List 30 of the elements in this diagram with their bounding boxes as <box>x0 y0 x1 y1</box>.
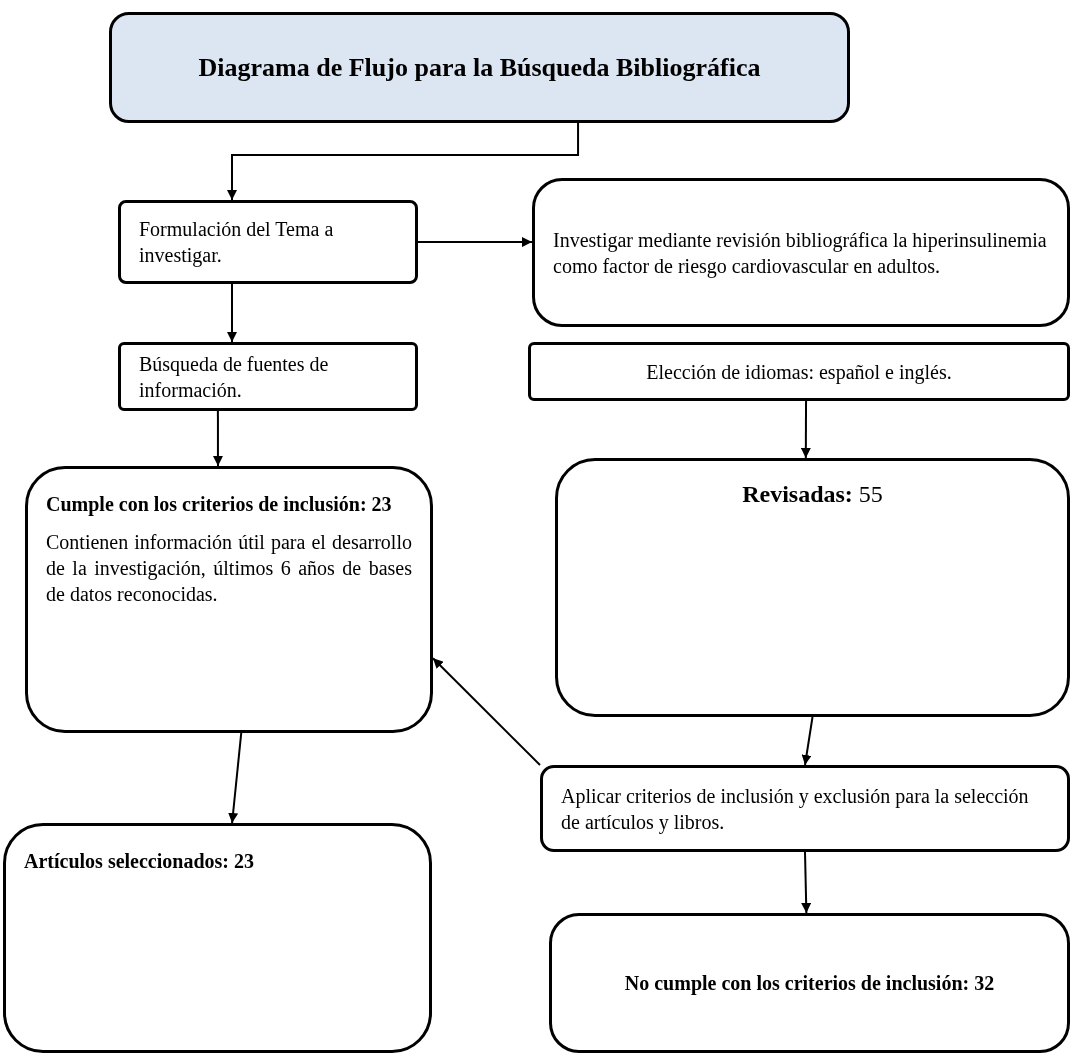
process-box <box>118 342 418 411</box>
arrow <box>801 851 812 914</box>
arrow <box>212 410 223 467</box>
title-box <box>109 12 850 123</box>
box-text: Revisadas: 55 <box>741 480 884 509</box>
process-box <box>540 765 1070 852</box>
process-box <box>25 466 433 733</box>
arrow <box>227 122 580 201</box>
process-box <box>3 823 432 1053</box>
box-text: Contienen información útil para el desarrollo de la investigación, últimos 6 años de bases de datos reconocidas. <box>46 530 412 607</box>
box-heading: Artículos seleccionados: 23 <box>24 849 255 874</box>
box-text: Elección de idiomas: español e inglés. <box>645 359 953 385</box>
box-text: Búsqueda de fuentes de información. <box>139 351 330 403</box>
box-heading: Cumple con los criterios de inclusión: 23 <box>46 492 393 517</box>
arrow <box>228 732 243 824</box>
process-box <box>528 342 1070 401</box>
box-text: No cumple con los criterios de inclusión: 32 <box>623 971 996 996</box>
arrow <box>227 283 237 343</box>
box-text: Diagrama de Flujo para la Búsqueda Bibliográfica <box>197 51 762 84</box>
process-box <box>532 178 1070 327</box>
process-box <box>549 913 1070 1053</box>
box-text: Formulación del Tema a investigar. <box>139 217 335 268</box>
process-box <box>118 200 418 284</box>
process-box <box>555 458 1070 717</box>
box-text: Aplicar criterios de inclusión y exclusión para la selección de artículos y libros. <box>561 783 1030 835</box>
arrow <box>800 400 811 459</box>
arrow <box>432 657 541 766</box>
arrow <box>417 237 533 248</box>
arrow <box>801 716 814 766</box>
box-text: Investigar mediante revisión bibliográfica la hiperinsulinemia como factor de riesgo cardiovascular en adultos. <box>553 227 1048 279</box>
